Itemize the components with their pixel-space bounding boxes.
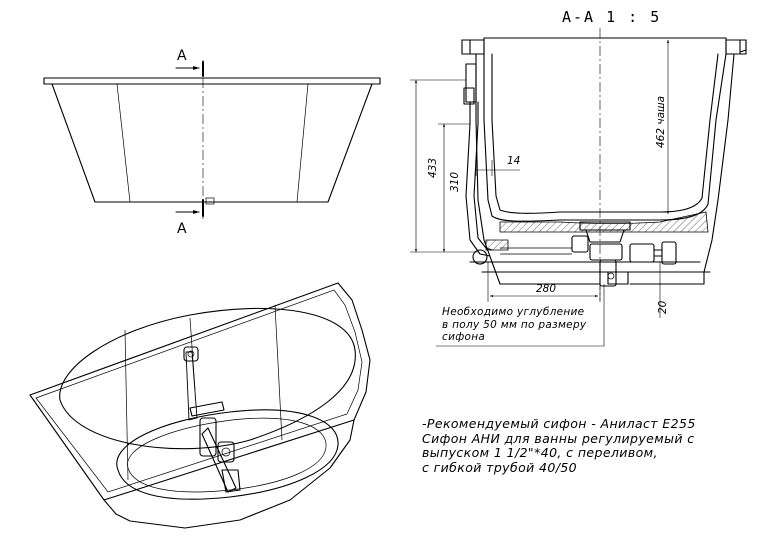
dim-bowl-depth: 462 чаша bbox=[655, 96, 667, 148]
dim-drain-height: 310 bbox=[449, 172, 461, 192]
cut-label-bottom: А bbox=[177, 221, 187, 237]
dim-overall-height: 433 bbox=[427, 158, 439, 178]
dim-wall-offset: 14 bbox=[507, 155, 520, 167]
section-title: А-А 1 : 5 bbox=[562, 8, 662, 26]
dim-floor-recess: 20 bbox=[657, 300, 669, 314]
note-line: Сифон АНИ для ванны регулируемый с bbox=[422, 430, 695, 446]
isometric-view bbox=[29, 282, 371, 529]
note-line: -Рекомендуемый сифон - Аниласт Е255 bbox=[422, 416, 696, 431]
cut-label-top: А bbox=[177, 48, 187, 64]
floor-note-line: Необходимо углубление bbox=[442, 306, 585, 318]
recommendation-note: -Рекомендуемый сифон - Аниласт Е255 Сифо… bbox=[422, 416, 752, 475]
note-line: с гибкой трубой 40/50 bbox=[422, 459, 578, 475]
section-view: 462 чаша 433 310 14 280 20 bbox=[410, 28, 747, 347]
floor-note-line: сифона bbox=[442, 331, 486, 343]
dim-drain-distance: 280 bbox=[536, 283, 556, 295]
floor-note-line: в полу 50 мм по размеру bbox=[442, 318, 587, 331]
floor-recess-note: Необходимо углубление в полу 50 мм по ра… bbox=[442, 306, 586, 344]
note-line: выпуском 1 1/2"*40, с переливом, bbox=[422, 445, 658, 460]
front-view: А А bbox=[43, 48, 381, 237]
